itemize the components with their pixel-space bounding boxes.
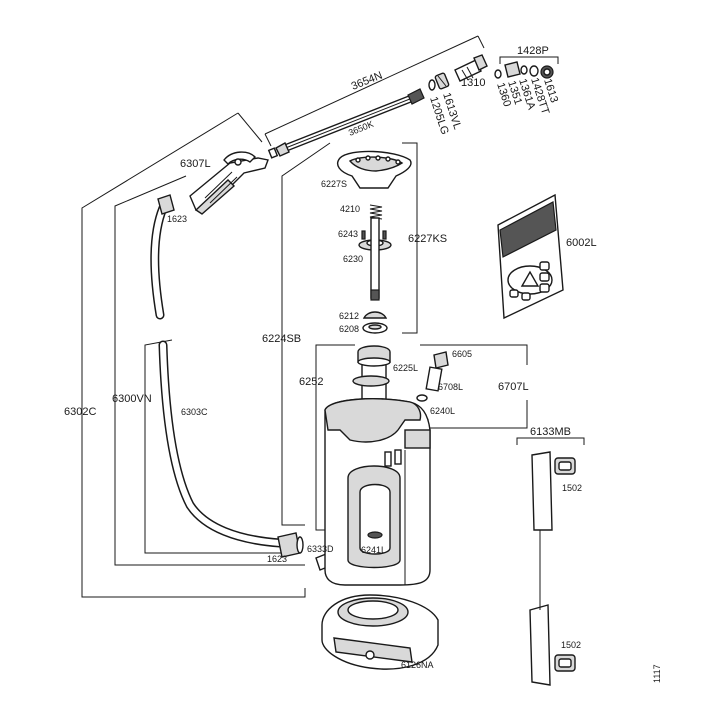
label-6126NA: 6126NA — [401, 660, 434, 670]
hose-6303C — [150, 194, 331, 571]
label-6241L: 6241L — [361, 545, 386, 555]
lance-fittings — [428, 72, 450, 91]
label-6227KS: 6227KS — [408, 233, 447, 245]
label-6133MB: 6133MB — [530, 426, 571, 438]
pump-handle-6227S — [336, 150, 412, 189]
label-6307L: 6307L — [180, 158, 211, 170]
tank-body — [324, 398, 431, 586]
label-6302C: 6302C — [64, 406, 96, 418]
label-6230: 6230 — [343, 254, 363, 264]
lance-wand — [267, 88, 425, 159]
label-6303C: 6303C — [181, 407, 208, 417]
shoulder-strap-6133MB — [529, 451, 576, 686]
label-6707L: 6707L — [498, 381, 529, 393]
label-6605: 6605 — [452, 349, 472, 359]
label-6333D: 6333D — [307, 544, 334, 554]
nozzle-set-1428P — [494, 61, 554, 79]
label-1502-bottom: 1502 — [561, 640, 581, 650]
label-3654N: 3654N — [350, 69, 385, 92]
label-6002L: 6002L — [566, 237, 597, 249]
pump-rod-6227KS — [358, 204, 392, 334]
label-1310: 1310 — [461, 77, 485, 89]
trigger-valve-6307L — [189, 151, 269, 215]
label-1117: 1117 — [652, 664, 662, 683]
label-6252: 6252 — [299, 376, 323, 388]
label-6224SB: 6224SB — [262, 333, 301, 345]
label-6208: 6208 — [339, 324, 359, 334]
label-4210: 4210 — [340, 204, 360, 214]
manual-card-6002L — [497, 193, 564, 320]
label-6227S: 6227S — [321, 179, 347, 189]
label-6243: 6243 — [338, 229, 358, 239]
pump-cylinder-6252 — [352, 345, 391, 421]
pressure-valve-6707L — [411, 351, 449, 424]
bracket-lines — [81, 35, 585, 598]
label-6225L: 6225L — [393, 363, 418, 373]
nozzle-1310 — [454, 54, 488, 82]
base-6126NA — [321, 594, 439, 670]
label-1502-top: 1502 — [562, 483, 582, 493]
label-6708L: 6708L — [438, 382, 463, 392]
label-6240L: 6240L — [430, 406, 455, 416]
label-1428P: 1428P — [517, 45, 549, 57]
label-1623-bottom: 1623 — [267, 554, 287, 564]
label-6212: 6212 — [339, 311, 359, 321]
label-6300VN: 6300VN — [112, 393, 152, 405]
label-1623-top: 1623 — [167, 214, 187, 224]
